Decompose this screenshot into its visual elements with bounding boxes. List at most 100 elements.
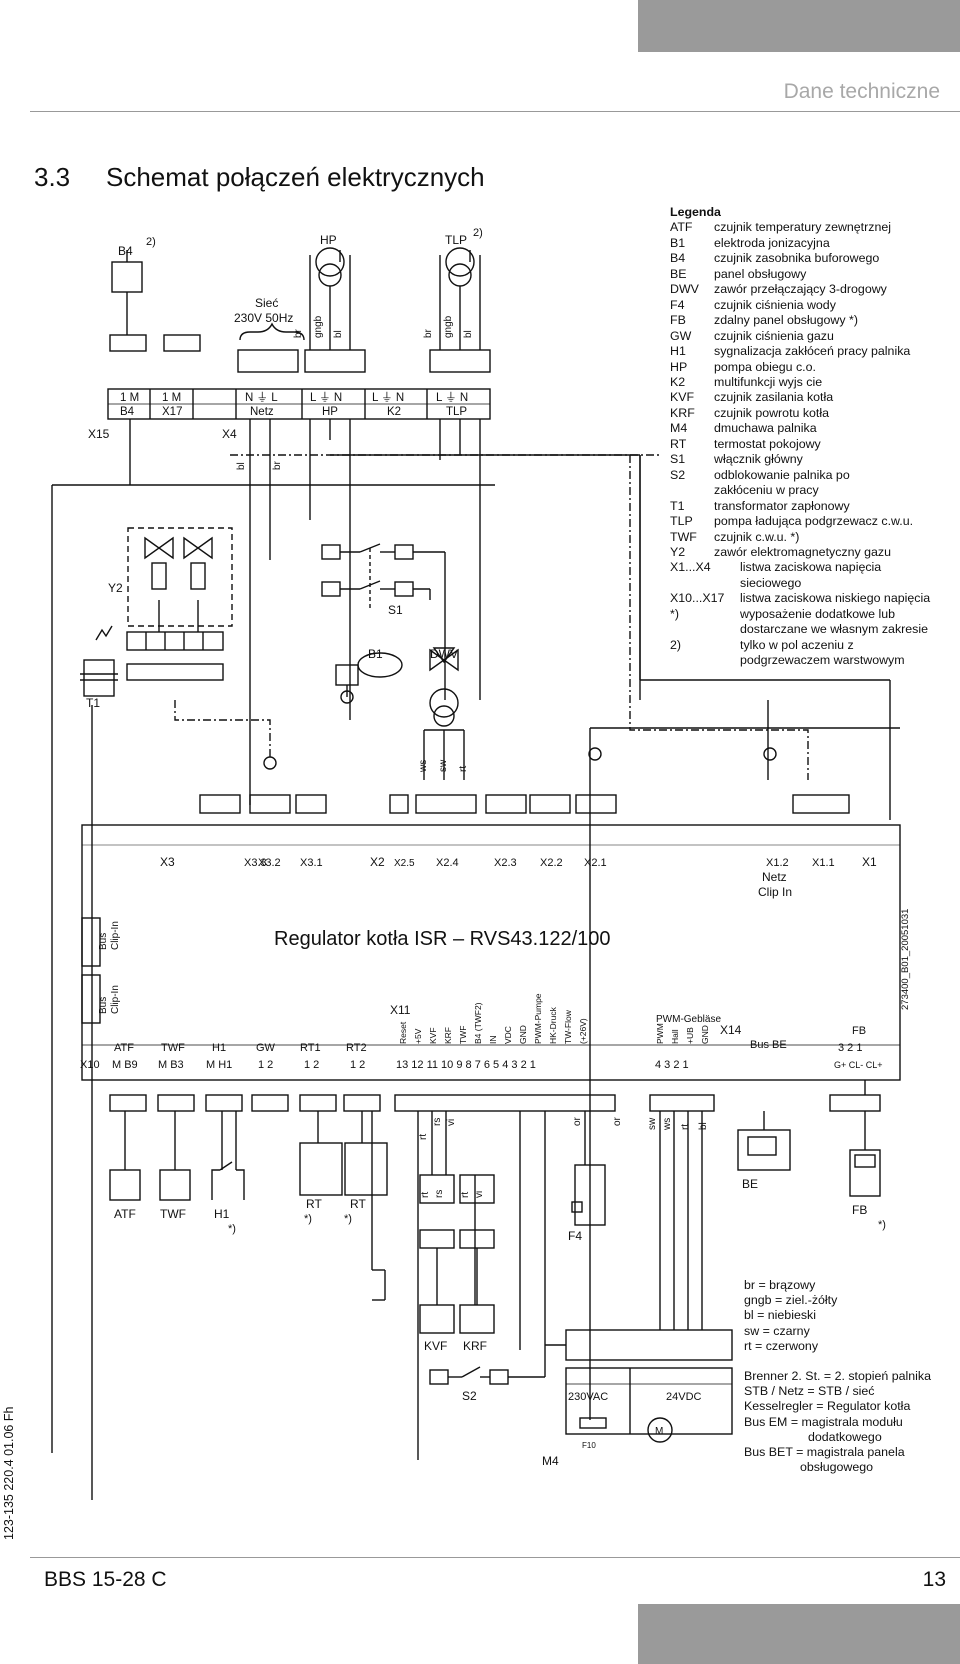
legend-key: K2	[670, 374, 686, 389]
label-supply-2: 230V 50Hz	[234, 311, 293, 325]
legend-value: czujnik zasobnika buforowego	[714, 251, 880, 266]
legend-item: ATF czujnik temperatury zewnętrznej	[670, 220, 930, 235]
legend-title: Legenda	[670, 205, 721, 219]
legend-value: czujnik ciśnienia gazu	[714, 328, 834, 343]
label-s1: S1	[388, 603, 403, 617]
terminal-netz-pins: N ⏚ L	[245, 391, 278, 404]
label-atf-code: ATF	[114, 1042, 134, 1054]
label-x11-pins: 13 12 11 10 9 8 7 6 5 4 3 2 1	[396, 1059, 536, 1071]
wire-dwv-ws: ws	[418, 760, 429, 773]
x14-label-2: +UB	[685, 1027, 695, 1044]
legend-value: pompa obiegu c.o.	[714, 359, 816, 374]
note-term: STB / Netz = STB / sieć	[744, 1384, 875, 1399]
wire-fan-bl: bl	[698, 1122, 709, 1130]
wire-krf-rt: rt	[460, 1192, 471, 1198]
label-fan-motor: M	[655, 1426, 663, 1437]
legend-key: DWV	[670, 282, 699, 297]
legend-value: termostat pokojowy	[714, 436, 821, 451]
legend-key: ATF	[670, 220, 693, 235]
legend-value: odblokowanie palnika po	[714, 467, 850, 482]
legend-key: KRF	[670, 405, 695, 420]
legend-key: RT	[670, 436, 687, 451]
terminal-b4-pins: 1 M	[120, 392, 139, 404]
legend-value: czujnik c.w.u. *)	[714, 529, 800, 544]
label-x12: X1.2	[766, 857, 789, 869]
label-netz: Netz	[762, 870, 787, 884]
label-x25: X2.5	[394, 858, 415, 869]
legend-value: czujnik ciśnienia wody	[714, 297, 836, 312]
label-supply-1: Sieć	[255, 296, 278, 310]
wire-hp-bl: bl	[333, 330, 344, 338]
label-x11: X11	[390, 1003, 411, 1017]
legend-key: BE	[670, 266, 687, 281]
label-rt1-pins: 1 2	[304, 1059, 319, 1071]
legend-key: 2)	[670, 637, 682, 652]
label-rt-1-star: *)	[304, 1213, 312, 1225]
note-term: Bus EM = magistrala modułu	[744, 1414, 903, 1429]
legend-value: sygnalizacja zakłóceń pracy palnika	[714, 344, 911, 359]
label-clipin-2: Clip-In	[110, 985, 121, 1014]
label-gw-code: GW	[256, 1042, 276, 1054]
legend-item: sieciowego	[670, 576, 930, 591]
wire-fan-sw: sw	[647, 1117, 658, 1130]
x11-label-6: IN	[488, 1036, 498, 1045]
legend-value: sieciowego	[740, 575, 802, 590]
label-x22: X2.2	[540, 857, 563, 869]
label-h1: H1	[214, 1207, 230, 1221]
legend-value: zawór elektromagnetyczny gazu	[714, 544, 891, 559]
label-rt-2: RT	[350, 1197, 366, 1211]
label-atf: ATF	[114, 1207, 136, 1221]
x11-label-10: HK-Druck	[548, 1006, 558, 1044]
wire-fan-ws: ws	[662, 1118, 673, 1131]
label-rt1-code: RT1	[300, 1042, 321, 1054]
legend-value: listwa zaciskowa niskiego napięcia	[740, 591, 931, 606]
label-x21: X2.1	[584, 857, 607, 869]
header-divider	[30, 111, 960, 112]
terminal-tlp-pins: L ⏚ N	[436, 391, 468, 404]
footer-divider	[30, 1557, 960, 1558]
legend-key: B4	[670, 251, 686, 266]
wire-x11-vi: vi	[446, 1119, 457, 1126]
document-code: 123-135 220.4 01.06 Fh	[2, 1406, 16, 1540]
label-x10: X10	[80, 1059, 100, 1071]
x11-label-1: +5V	[413, 1028, 423, 1044]
legend-value: wyposażenie dodatkowe lub	[740, 606, 895, 621]
label-fb-code: FB	[852, 1025, 866, 1037]
label-dwv: DWV	[430, 647, 458, 661]
note-color: br = brązowy	[744, 1278, 816, 1292]
label-hp: HP	[320, 233, 337, 247]
wire-kvf-rt: rt	[420, 1192, 431, 1198]
x14-label-1: Hall	[670, 1029, 680, 1044]
wire-fan-rt: rt	[680, 1124, 691, 1130]
x11-label-2: KVF	[428, 1027, 438, 1044]
wire-dwv-sw: sw	[438, 759, 449, 772]
legend-value: zawór przełączający 3-drogowy	[714, 282, 887, 297]
legend-item: TWF czujnik c.w.u. *)	[670, 530, 930, 545]
legend-value: pompa ładująca podgrzewacz c.w.u.	[714, 514, 914, 529]
legend-key: TLP	[670, 514, 693, 529]
x11-label-8: GND	[518, 1025, 528, 1044]
term-notes: Brenner 2. St. = 2. stopień palnika STB …	[744, 1369, 931, 1475]
legend-key: H1	[670, 344, 686, 359]
note-color: rt = czerwony	[744, 1338, 819, 1353]
drawing-number: 273400_B01_20051031	[900, 909, 911, 1010]
note-term: dodatkowego	[808, 1429, 882, 1444]
label-kvf: KVF	[424, 1339, 447, 1353]
label-x32: X3.2	[258, 857, 281, 869]
section-title: Dane techniczne	[783, 80, 940, 103]
wire-x4-br: br	[272, 460, 283, 470]
wire-f4-or-1: or	[572, 1116, 583, 1126]
legend-key: TWF	[670, 529, 697, 544]
legend-value: podgrzewaczem warstwowym	[740, 653, 905, 668]
footer-bar	[638, 1604, 960, 1664]
legend-value: czujnik zasilania kotła	[714, 390, 834, 405]
label-x14: X14	[720, 1023, 742, 1037]
legend-value: czujnik temperatury zewnętrznej	[714, 220, 891, 235]
terminal-x17-pins: 1 M	[162, 392, 181, 404]
wire-hp-gngb: gngb	[313, 315, 324, 338]
